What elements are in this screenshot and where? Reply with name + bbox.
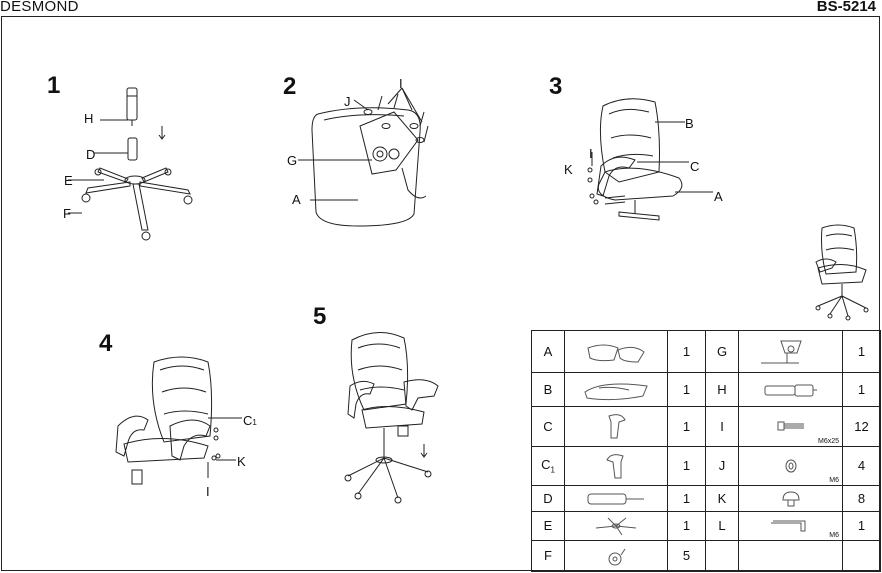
part-qty: 1: [667, 511, 706, 541]
part-label: G: [705, 329, 739, 374]
step-1-base-illustration: [60, 80, 200, 250]
header-model-name: DESMOND: [0, 0, 79, 15]
caster-icon: [564, 539, 668, 573]
part-qty-empty: [842, 539, 881, 573]
part-label: I: [705, 406, 739, 447]
part-qty: 8: [842, 485, 881, 513]
step-3-callout-i: I: [589, 146, 593, 161]
page-frame: [1, 16, 880, 571]
part-qty: 1: [842, 511, 881, 541]
mechanism-icon: [738, 329, 843, 374]
step-2-callout-j: J: [344, 94, 351, 109]
step-2-seat-illustration: [298, 82, 448, 232]
part-qty: 1: [667, 329, 706, 374]
part-spec: M6: [829, 531, 839, 539]
armrest-icon: [564, 445, 668, 487]
parts-row: F 5: [531, 539, 881, 573]
washer-icon: M6: [738, 445, 843, 487]
step-4-callout-c1-letter: C: [243, 413, 253, 428]
part-qty: 5: [667, 539, 706, 573]
step-5-chair-illustration: [338, 326, 458, 506]
part-label: E: [531, 511, 565, 541]
step-5-number: 5: [313, 303, 327, 330]
backrest-icon: [564, 372, 668, 408]
step-2-callout-g: G: [287, 153, 298, 168]
step-3-callout-a: A: [714, 189, 723, 204]
parts-row: D 1 K 8: [531, 485, 881, 513]
step-3-callout-k: K: [564, 162, 573, 177]
parts-row: A 1 G 1: [531, 329, 881, 374]
step-3-callout-b: B: [685, 116, 694, 131]
part-spec: M6x25: [817, 437, 839, 445]
part-label: C: [531, 406, 565, 447]
step-3-callout-c: C: [690, 159, 700, 174]
cap-icon: [738, 485, 843, 513]
step-1-callout-f: F: [63, 206, 71, 221]
step-4-chair-illustration: [104, 352, 244, 492]
parts-row: C1 1 J M6 4: [531, 445, 881, 487]
step-4-callout-c1: C1: [243, 413, 257, 428]
step-3-number: 3: [549, 73, 563, 100]
step-2-number: 2: [283, 73, 297, 100]
finished-chair-thumbnail: [808, 222, 876, 322]
part-qty: 1: [667, 445, 706, 487]
header-product-code: BS-5214: [816, 0, 876, 15]
step-4-callout-i: I: [206, 484, 210, 499]
parts-row: C 1 I M6x25 12: [531, 406, 881, 447]
part-qty: 1: [842, 372, 881, 408]
part-qty: 1: [842, 329, 881, 374]
parts-row: E 1 L M6 1: [531, 511, 881, 541]
part-qty: 4: [842, 445, 881, 487]
part-label: H: [705, 372, 739, 408]
part-label-empty: [705, 539, 739, 573]
part-label: J: [705, 445, 739, 487]
part-qty: 1: [667, 406, 706, 447]
part-label: K: [705, 485, 739, 513]
part-label-subscript: 1: [550, 465, 555, 475]
part-label: A: [531, 329, 565, 374]
part-label: D: [531, 485, 565, 513]
part-qty: 12: [842, 406, 881, 447]
part-label: C1: [531, 445, 565, 487]
part-qty: 1: [667, 485, 706, 513]
step-1-callout-h: H: [84, 111, 94, 126]
step-3-chair-illustration: [575, 92, 715, 232]
part-label: L: [705, 511, 739, 541]
part-label: B: [531, 372, 565, 408]
part-spec: M6: [829, 477, 839, 485]
part-label: F: [531, 539, 565, 573]
allen-key-icon: M6: [738, 511, 843, 541]
part-label-letter: C: [541, 457, 551, 473]
gas-lift-icon: [738, 372, 843, 408]
seat-icon: [564, 329, 668, 374]
step-2-callout-i: I: [399, 76, 403, 91]
step-4-number: 4: [99, 330, 113, 357]
base-icon: [564, 511, 668, 541]
step-2-callout-a: A: [292, 192, 301, 207]
parts-row: B 1 H 1: [531, 372, 881, 408]
step-4-callout-k: K: [237, 454, 246, 469]
step-4-callout-c1-subscript: 1: [252, 418, 257, 427]
gas-cover-icon: [564, 485, 668, 513]
bolt-icon: M6x25: [738, 406, 843, 447]
parts-table: A 1 G 1 B 1 H 1 C: [531, 329, 881, 573]
part-qty: 1: [667, 372, 706, 408]
armrest-icon: [564, 406, 668, 447]
step-1-callout-d: D: [86, 147, 96, 162]
step-1-number: 1: [47, 72, 61, 99]
part-icon-empty: [738, 539, 843, 573]
